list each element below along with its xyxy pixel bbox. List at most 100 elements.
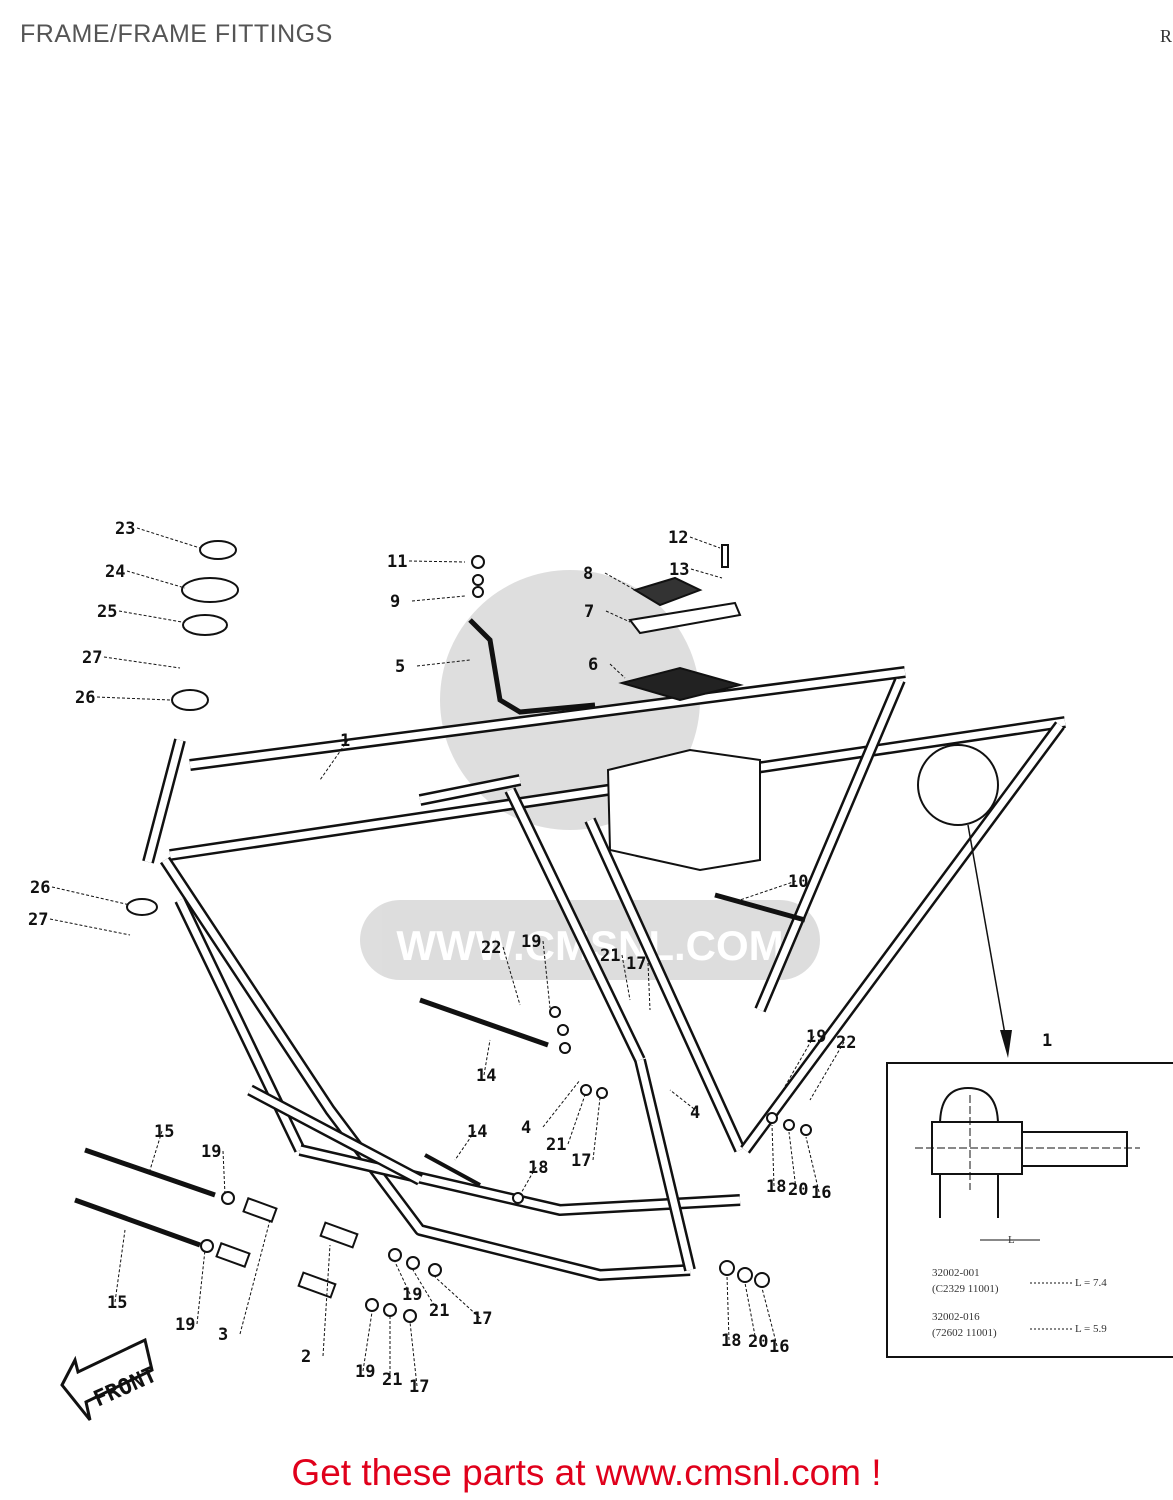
callout-13: 13 [669, 560, 689, 580]
leader-line [136, 527, 201, 549]
inset-part-code: (72602 11001) [932, 1327, 997, 1339]
callout-21: 21 [546, 1135, 566, 1155]
leader-line [51, 886, 131, 906]
callout-1: 1 [340, 731, 350, 751]
part-26-race-lower [126, 898, 158, 916]
part-23-nut [199, 540, 237, 560]
part-3-collar-lower [215, 1242, 251, 1268]
parts: FRONT [60, 540, 999, 1421]
callout-19: 19 [201, 1142, 221, 1162]
callout-17: 17 [472, 1309, 492, 1329]
part-15-bolt [84, 1147, 216, 1198]
leader-line [408, 560, 466, 563]
callout-17: 17 [571, 1151, 591, 1171]
part-2-collar-lower [297, 1271, 337, 1299]
leader-line [809, 1041, 845, 1101]
leader-line [126, 570, 186, 589]
leader-line [669, 1089, 699, 1113]
callout-18: 18 [721, 1331, 741, 1351]
callout-15: 15 [107, 1293, 127, 1313]
footer-promo-link[interactable]: Get these parts at www.cmsnl.com ! [291, 1452, 882, 1493]
frame-tube [636, 1059, 694, 1271]
callout-18: 18 [766, 1177, 786, 1197]
part-18-washer [719, 1260, 735, 1276]
part-8-cushion [632, 576, 703, 607]
part-16-nut [800, 1124, 812, 1136]
callout-27: 27 [82, 648, 102, 668]
inset-part-number: 32002-016 [932, 1311, 980, 1323]
leader-line [149, 1130, 163, 1171]
leader-line [605, 610, 631, 623]
part-18-washer [766, 1112, 778, 1124]
leader-line [788, 1131, 797, 1190]
part-2-collar [319, 1221, 359, 1249]
inset-length-value: L = 7.4 [1075, 1277, 1107, 1289]
inset-dimension-label: L [1008, 1234, 1015, 1246]
leader-line [49, 918, 131, 936]
leader-line [322, 1244, 331, 1357]
callout-19: 19 [175, 1315, 195, 1335]
callout-7: 7 [584, 602, 594, 622]
part-21-washer [383, 1303, 397, 1317]
detail-arrow-line [967, 824, 1007, 1041]
callout-14: 14 [476, 1066, 496, 1086]
leader-line [483, 1039, 491, 1076]
part-17-nut [596, 1087, 608, 1099]
part-21-washer [580, 1084, 592, 1096]
part-20-washer [737, 1267, 753, 1283]
part-14-bolt-lower [424, 1153, 481, 1187]
part-washer [557, 1024, 569, 1036]
callout-8: 8 [583, 564, 593, 584]
part-14-bolt [419, 997, 549, 1048]
leader-line [394, 1261, 411, 1295]
callout-12: 12 [668, 528, 688, 548]
leader-line [779, 1035, 815, 1096]
callout-21: 21 [429, 1301, 449, 1321]
leader-lines [49, 527, 845, 1387]
part-9-washer [472, 586, 484, 598]
part-19-washer [549, 1006, 561, 1018]
part-3-collar [242, 1197, 278, 1223]
detail-arrow-head [1000, 1030, 1012, 1058]
frame-tube [162, 858, 691, 1279]
frame-tube [144, 739, 184, 863]
callout-17: 17 [409, 1377, 429, 1397]
corner-text: R [1160, 26, 1173, 46]
callout-19: 19 [402, 1285, 422, 1305]
callout-15: 15 [154, 1122, 174, 1142]
callout-14: 14 [467, 1122, 487, 1142]
leader-line [689, 536, 721, 549]
callout-1: 1 [1042, 1031, 1052, 1051]
frame-tube [506, 788, 644, 1062]
callout-19: 19 [521, 932, 541, 952]
part-7-plate [628, 601, 742, 635]
leader-line [114, 1229, 126, 1303]
leader-line [416, 659, 471, 667]
inset-part-number: 32002-001 [932, 1267, 980, 1279]
front-arrow [60, 1337, 154, 1421]
leader-line [454, 1130, 476, 1161]
callout-18: 18 [528, 1158, 548, 1178]
part-washer [559, 1042, 571, 1054]
part-19-washer [388, 1248, 402, 1262]
part-6-pad [618, 666, 744, 702]
part-9-washer [472, 574, 484, 586]
callout-24: 24 [105, 562, 125, 582]
callout-23: 23 [115, 519, 135, 539]
part-26-race [171, 689, 209, 711]
part-12-bolt [721, 544, 729, 568]
inset-part-code: (C2329 11001) [932, 1283, 999, 1295]
leader-line [647, 962, 651, 1011]
battery-box [606, 748, 761, 872]
callout-25: 25 [97, 602, 117, 622]
detail-circle [917, 744, 999, 826]
watermark-banner [360, 900, 820, 980]
leader-line [726, 1275, 730, 1341]
frame-tube [248, 1086, 422, 1184]
callout-27: 27 [28, 910, 48, 930]
callout-20: 20 [748, 1332, 768, 1352]
leader-line [103, 656, 181, 669]
callout-21: 21 [382, 1370, 402, 1390]
